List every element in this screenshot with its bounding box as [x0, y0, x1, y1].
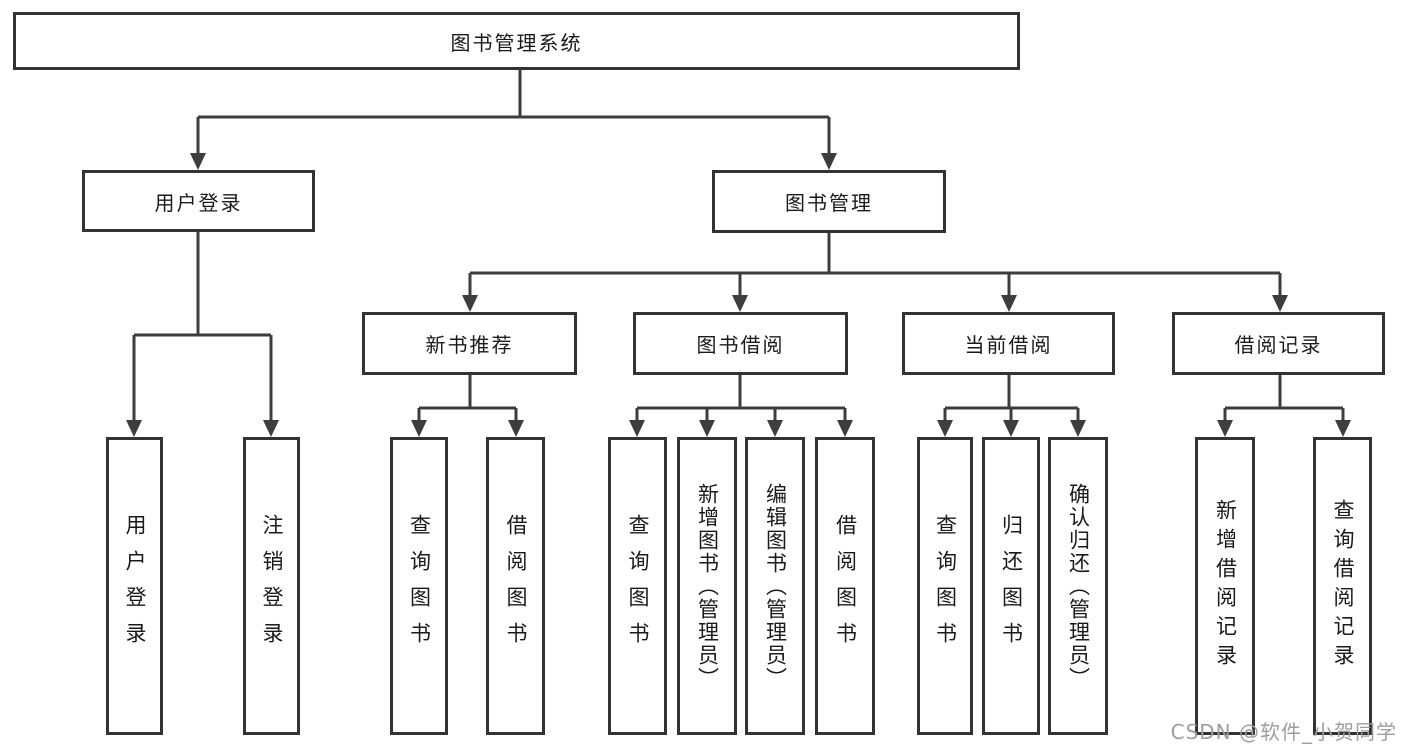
leaf-records-query-record: 查询借阅记录 — [1313, 437, 1372, 735]
arrowhead — [732, 295, 748, 312]
arrowhead — [837, 420, 853, 437]
leaf-borrow-query-book: 查询图书 — [608, 437, 667, 735]
leaf-user-login: 用户登录 — [106, 437, 163, 735]
leaf-records-add-record: 新增借阅记录 — [1195, 437, 1255, 735]
connector-newbookrec-to-leaves — [417, 375, 518, 420]
arrowhead — [629, 420, 645, 437]
leaf-recommend-borrow-book-label: 借阅图书 — [504, 514, 528, 658]
arrowhead — [462, 295, 478, 312]
leaf-borrow-borrow-book-label: 借阅图书 — [833, 514, 858, 658]
leaf-recommend-query-book-label: 查询图书 — [407, 514, 432, 658]
arrowhead — [821, 153, 837, 170]
node-root-label: 图书管理系统 — [450, 30, 583, 55]
arrowhead — [1003, 420, 1019, 437]
connector-borrowrecords-to-leaves — [1223, 375, 1345, 420]
leaf-current-confirm-return-admin: 确认归还（管理员） — [1048, 437, 1108, 735]
arrowhead — [1272, 295, 1288, 312]
leaf-records-query-record-label: 查询借阅记录 — [1331, 499, 1355, 673]
arrowhead — [1335, 420, 1351, 437]
leaf-current-query-book-label: 查询图书 — [933, 514, 958, 658]
arrowhead — [126, 420, 142, 437]
leaf-current-return-book-label: 归还图书 — [999, 514, 1024, 658]
node-new-book-recommend-label: 新书推荐 — [425, 333, 514, 357]
arrowhead — [1217, 420, 1233, 437]
arrowhead — [411, 420, 427, 437]
node-book-borrow: 图书借阅 — [633, 312, 848, 375]
node-user-login: 用户登录 — [82, 170, 315, 232]
leaf-recommend-borrow-book: 借阅图书 — [486, 437, 545, 735]
arrowhead — [767, 420, 783, 437]
arrowhead — [937, 420, 953, 437]
leaf-user-login-label: 用户登录 — [123, 514, 147, 658]
node-user-login-label: 用户登录 — [154, 190, 243, 215]
leaf-borrow-edit-book-admin-label: 编辑图书（管理员） — [763, 482, 788, 690]
leaf-logout-label: 注销登录 — [260, 514, 284, 658]
connector-bookborrow-to-leaves — [635, 375, 847, 420]
connector-userlogin-to-leaves — [132, 232, 273, 420]
leaf-borrow-add-book-admin-label: 新增图书（管理员） — [695, 482, 720, 690]
watermark: CSDN @软件_小贺同学 — [1170, 720, 1397, 744]
node-borrow-records-label: 借阅记录 — [1234, 333, 1323, 357]
leaf-records-add-record-label: 新增借阅记录 — [1213, 499, 1238, 673]
node-book-management-label: 图书管理 — [785, 191, 873, 215]
leaf-borrow-edit-book-admin: 编辑图书（管理员） — [745, 437, 805, 735]
connector-root-to-level2 — [196, 70, 831, 153]
leaf-logout: 注销登录 — [243, 437, 300, 735]
node-borrow-records: 借阅记录 — [1172, 312, 1385, 375]
leaf-recommend-query-book: 查询图书 — [390, 437, 448, 735]
arrowhead — [1001, 295, 1017, 312]
leaf-borrow-borrow-book: 借阅图书 — [815, 437, 875, 735]
connector-bookmgmt-to-level3 — [468, 233, 1282, 295]
leaf-current-return-book: 归还图书 — [982, 437, 1040, 735]
leaf-current-confirm-return-admin-label: 确认归还（管理员） — [1066, 482, 1091, 690]
node-new-book-recommend: 新书推荐 — [362, 312, 577, 375]
node-root: 图书管理系统 — [13, 12, 1020, 70]
node-current-borrow-label: 当前借阅 — [964, 333, 1053, 357]
arrowhead — [699, 420, 715, 437]
leaf-borrow-query-book-label: 查询图书 — [626, 514, 650, 658]
leaf-borrow-add-book-admin: 新增图书（管理员） — [677, 437, 737, 735]
arrowhead — [508, 420, 524, 437]
node-book-management: 图书管理 — [712, 170, 946, 233]
arrowhead — [190, 153, 206, 170]
arrowhead — [263, 420, 279, 437]
arrowhead — [1070, 420, 1086, 437]
node-book-borrow-label: 图书借阅 — [696, 333, 785, 357]
connector-currentborrow-to-leaves — [943, 375, 1080, 420]
leaf-current-query-book: 查询图书 — [917, 437, 973, 735]
node-current-borrow: 当前借阅 — [902, 312, 1115, 375]
